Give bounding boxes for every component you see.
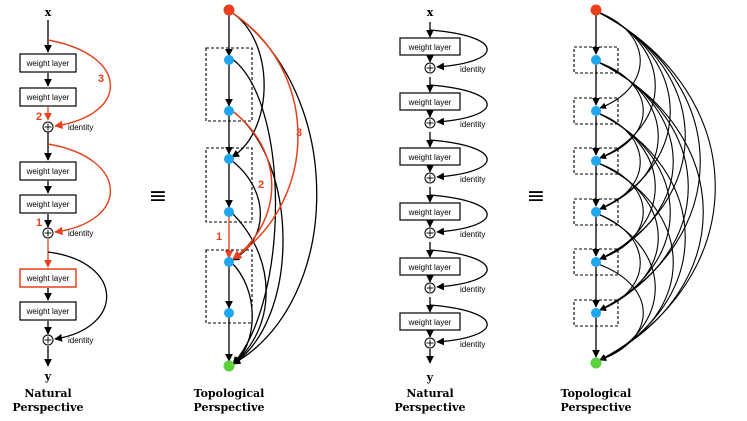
skip-connection-red [47, 143, 111, 236]
layer-node [591, 257, 601, 267]
svg-text:weight layer: weight layer [26, 167, 70, 176]
caption-line: Perspective [12, 401, 83, 414]
input-x-label: x [427, 6, 434, 19]
path-number: 1 [216, 231, 222, 243]
output-node [590, 357, 602, 369]
weight-layer-block: weight layer [19, 161, 77, 181]
layer-node [224, 257, 234, 267]
sum-node-icon [424, 172, 436, 184]
layer-node [591, 207, 601, 217]
svg-text:weight layer: weight layer [408, 98, 452, 107]
svg-text:weight layer: weight layer [26, 59, 70, 68]
skip-connection-red [47, 39, 111, 130]
skip-connection [429, 249, 488, 291]
identity-label: identity [460, 120, 485, 129]
identity-label: identity [68, 123, 93, 132]
panel-1-natural: x weight layer weight layer weight layer… [12, 6, 111, 414]
path-number: 3 [296, 127, 302, 139]
caption-line: Natural [24, 387, 71, 400]
skip-connection [429, 194, 488, 236]
equivalence-symbol: ≡ [149, 184, 167, 209]
layer-node [591, 308, 601, 318]
sum-node-icon [424, 62, 436, 74]
sum-node-icon [424, 282, 436, 294]
svg-text:weight layer: weight layer [408, 208, 452, 217]
weight-layer-block: weight layer [19, 301, 77, 321]
identity-label: identity [68, 229, 93, 238]
weight-layer-block: weight layer [19, 53, 77, 73]
weight-layer-block: weight layer [399, 92, 461, 111]
caption-line: Topological [194, 387, 265, 400]
output-y-label: y [426, 371, 434, 384]
identity-label: identity [68, 336, 93, 345]
panel-4-topological: Topological Perspective [560, 4, 716, 414]
sum-node-icon [42, 121, 54, 133]
layer-node [591, 156, 601, 166]
skip-connection-red [230, 11, 299, 260]
skip-connection [429, 139, 488, 181]
svg-text:weight layer: weight layer [26, 200, 70, 209]
weight-layer-block: weight layer [399, 37, 461, 56]
layer-node [224, 154, 234, 164]
caption-line: Perspective [193, 401, 264, 414]
svg-text:weight layer: weight layer [26, 93, 70, 102]
sum-node-icon [424, 337, 436, 349]
path-number: 3 [98, 73, 104, 85]
weight-layer-block: weight layer [399, 257, 461, 276]
path-number: 2 [36, 111, 42, 123]
skip-connection-red [230, 109, 273, 260]
output-node [223, 360, 235, 372]
equivalence-symbol: ≡ [527, 184, 545, 209]
layer-node [591, 55, 601, 65]
weight-layer-block: weight layer [19, 194, 77, 214]
sum-node-icon [42, 334, 54, 346]
layer-node [224, 207, 234, 217]
sum-node-icon [424, 117, 436, 129]
path-number: 1 [36, 217, 42, 229]
weight-layer-block: weight layer [19, 87, 77, 107]
layer-node [591, 106, 601, 116]
sum-node-icon [424, 227, 436, 239]
caption-line: Perspective [394, 401, 465, 414]
svg-text:weight layer: weight layer [408, 263, 452, 272]
caption-line: Topological [561, 387, 632, 400]
identity-label: identity [460, 230, 485, 239]
input-node [590, 4, 602, 16]
skip-connection [429, 84, 488, 126]
panel-2-topological: 3 2 1 Topological Perspective [193, 4, 318, 414]
svg-text:weight layer: weight layer [408, 43, 452, 52]
svg-text:weight layer: weight layer [26, 274, 70, 283]
layer-node [224, 106, 234, 116]
caption-line: Perspective [560, 401, 631, 414]
skip-connection [429, 29, 488, 71]
identity-label: identity [460, 175, 485, 184]
skip-connection [429, 304, 488, 346]
weight-layer-block: weight layer [399, 312, 461, 331]
output-y-label: y [44, 370, 52, 383]
layer-node [224, 55, 234, 65]
svg-text:weight layer: weight layer [26, 307, 70, 316]
path-number: 2 [258, 179, 264, 191]
layer-node [224, 308, 234, 318]
panel-3-natural: x weight layer identity weight layer identi… [394, 6, 488, 414]
skip-connection [47, 251, 108, 342]
input-node [223, 4, 235, 16]
sum-node-icon [42, 227, 54, 239]
input-x-label: x [45, 6, 52, 19]
weight-layer-block: weight layer [399, 147, 461, 166]
svg-text:weight layer: weight layer [408, 153, 452, 162]
identity-label: identity [460, 285, 485, 294]
svg-text:weight layer: weight layer [408, 318, 452, 327]
weight-layer-block-highlighted: weight layer [19, 268, 77, 288]
identity-label: identity [460, 65, 485, 74]
identity-label: identity [460, 340, 485, 349]
weight-layer-block: weight layer [399, 202, 461, 221]
caption-line: Natural [406, 387, 453, 400]
